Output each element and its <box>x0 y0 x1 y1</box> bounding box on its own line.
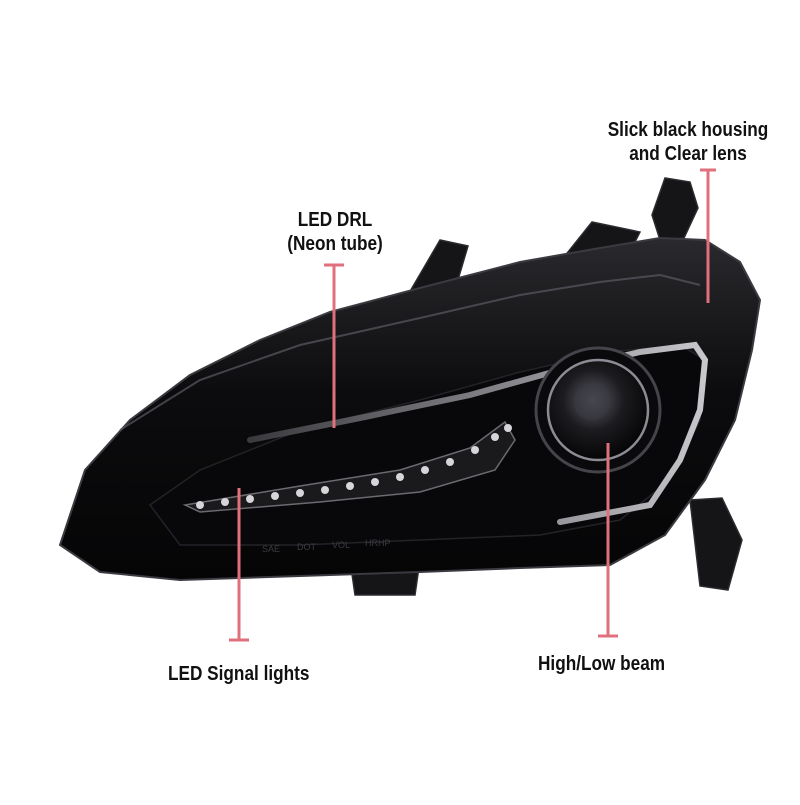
callout-line-signal <box>229 488 249 642</box>
callout-housing-line1: Slick black housing <box>607 119 769 141</box>
projector-lens <box>534 346 662 474</box>
callout-drl-label: LED DRL (Neon tube) <box>275 208 395 256</box>
lens-marking-vol: VOL <box>332 540 350 550</box>
lens-markings: SAE DOT VOL HRHP <box>262 538 391 554</box>
callout-drl-line1: LED DRL <box>297 209 373 231</box>
lens-marking-sae: SAE <box>262 544 280 554</box>
callout-housing-line2: and Clear lens <box>629 143 747 165</box>
clear-lens-highlight <box>119 273 701 431</box>
callout-line-beam <box>598 443 618 638</box>
callout-housing-label: Slick black housing and Clear lens <box>602 118 774 166</box>
callout-drl-line2: (Neon tube) <box>287 233 383 255</box>
callout-lines <box>229 168 716 642</box>
callout-signal-label: LED Signal lights <box>168 663 310 685</box>
callout-beam-label: High/Low beam <box>538 653 666 675</box>
callout-line-housing <box>700 168 716 303</box>
lens-marking-hrhp: HRHP <box>365 538 391 548</box>
callout-line-drl <box>324 263 344 428</box>
drl-light-tube <box>247 341 709 525</box>
led-signal-strip <box>182 420 516 513</box>
lens-marking-dot: DOT <box>297 542 317 552</box>
